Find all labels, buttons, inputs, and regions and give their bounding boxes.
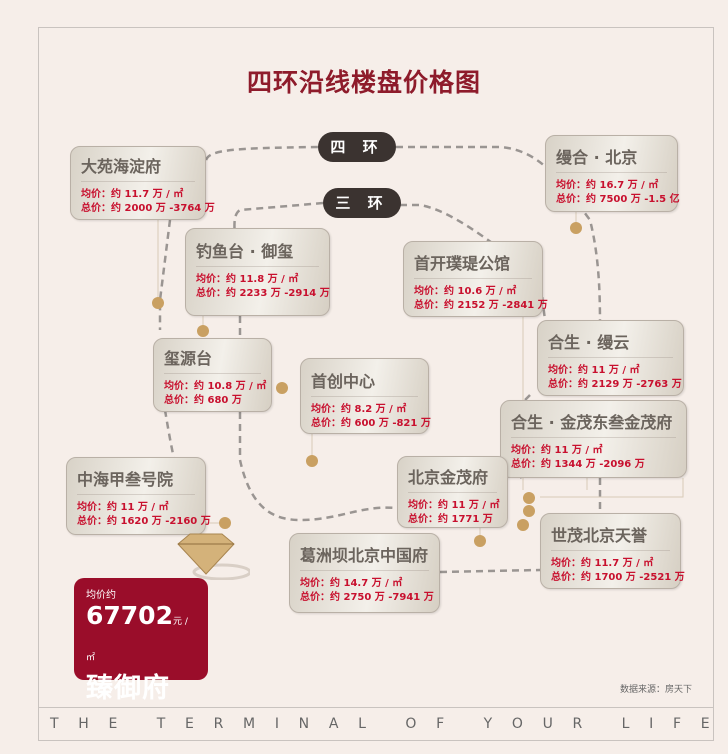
avg-price: 均价：约 14.7 万 / ㎡: [300, 578, 403, 589]
avg-price: 均价：约 10.6 万 / ㎡: [414, 286, 517, 297]
highlight-price: 67702: [86, 601, 173, 630]
footer-letter: N: [298, 716, 310, 732]
avg-price: 均价：约 11.7 万 / ㎡: [81, 189, 184, 200]
total-price: 总价：约 2750 万 -7941 万: [300, 592, 434, 603]
avg-price: 均价：约 11.7 万 / ㎡: [551, 558, 654, 569]
location-dot: [219, 517, 231, 529]
footer-letter: I: [274, 716, 279, 732]
location-dot: [276, 382, 288, 394]
footer-letter: U: [542, 716, 553, 732]
avg-price: 均价：约 11 万 / ㎡: [511, 445, 603, 456]
highlight-project-card[interactable]: 均价约 67702元 / ㎡ 臻御府: [74, 578, 208, 704]
footer-letter: E: [700, 716, 710, 732]
total-price: 总价：约 1700 万 -2521 万: [551, 572, 685, 583]
total-price: 总价：约 2000 万 -3764 万: [81, 203, 215, 214]
footer-letter: O: [405, 716, 417, 732]
footer-letter: O: [511, 716, 523, 732]
location-dot: [306, 455, 318, 467]
total-price: 总价：约 7500 万 -1.5 亿: [556, 194, 680, 205]
project-name: 首创中心: [311, 368, 418, 397]
third-ring-label: 三 环: [323, 188, 401, 218]
footer-letter: T: [50, 716, 59, 732]
project-name: 玺源台: [164, 345, 261, 374]
total-price: 总价：约 600 万 -821 万: [311, 418, 431, 429]
footer-letter: T: [156, 716, 166, 732]
project-name: 葛洲坝北京中国府: [300, 542, 429, 571]
project-name: 首开璞瑅公馆: [414, 250, 532, 279]
total-price: 总价：约 1620 万 -2160 万: [77, 516, 211, 527]
footer-letter: E: [108, 716, 118, 732]
total-price: 总价：约 2152 万 -2841 万: [414, 300, 548, 311]
avg-price: 均价：约 10.8 万 / ㎡: [164, 381, 267, 392]
footer-letter: M: [243, 716, 256, 732]
footer-letter: Y: [483, 716, 493, 732]
total-price: 总价：约 2129 万 -2763 万: [548, 379, 682, 390]
location-dot: [152, 297, 164, 309]
diamond-icon: [177, 533, 250, 580]
location-dot: [517, 519, 529, 531]
avg-price: 均价：约 16.7 万 / ㎡: [556, 180, 659, 191]
frame: [38, 27, 714, 741]
location-dot: [570, 222, 582, 234]
footer-letter: L: [621, 716, 630, 732]
project-name: 缦合 · 北京: [556, 144, 667, 173]
project-name: 合生 · 金茂东叁金茂府: [511, 409, 676, 438]
location-dot: [523, 505, 535, 517]
avg-price: 均价：约 8.2 万 / ㎡: [311, 404, 407, 415]
total-price: 总价：约 1771 万: [408, 514, 493, 525]
project-name: 大苑海淀府: [81, 153, 195, 182]
footer-letter: F: [673, 716, 682, 732]
page-title: 四环沿线楼盘价格图: [246, 68, 481, 97]
footer-letter: F: [436, 716, 445, 732]
footer-letter: A: [328, 716, 339, 732]
total-price: 总价：约 680 万: [164, 395, 242, 406]
footer-letter: E: [185, 716, 194, 732]
footer-letter: I: [649, 716, 654, 732]
total-price: 总价：约 2233 万 -2914 万: [196, 288, 330, 299]
fourth-ring-road: [158, 145, 602, 574]
footer-letter: H: [78, 716, 89, 732]
footer-letter: R: [213, 716, 224, 732]
avg-price: 均价：约 11 万 / ㎡: [408, 500, 500, 511]
highlight-label: 均价约: [86, 590, 116, 601]
avg-price: 均价：约 11 万 / ㎡: [548, 365, 640, 376]
third-ring-road: [233, 201, 602, 522]
project-name: 世茂北京天誉: [551, 522, 670, 551]
project-name: 中海甲叁号院: [77, 466, 195, 495]
data-source: 数据来源：房天下: [619, 685, 692, 695]
project-name: 钓鱼台 · 御玺: [196, 238, 319, 267]
fourth-ring-label: 四 环: [318, 132, 396, 162]
footer-letter: L: [358, 716, 366, 732]
highlight-name: 臻御府: [86, 673, 170, 704]
footer-divider: [38, 707, 714, 708]
avg-price: 均价：约 11.8 万 / ㎡: [196, 274, 299, 285]
location-dot: [474, 535, 486, 547]
location-dot: [523, 492, 535, 504]
footer-letter: R: [572, 716, 583, 732]
avg-price: 均价：约 11 万 / ㎡: [77, 502, 169, 513]
highlight-unit: 元 / ㎡: [86, 617, 188, 663]
project-name: 北京金茂府: [408, 464, 497, 493]
total-price: 总价：约 1344 万 -2096 万: [511, 459, 645, 470]
location-dot: [197, 325, 209, 337]
project-name: 合生 · 缦云: [548, 329, 673, 358]
